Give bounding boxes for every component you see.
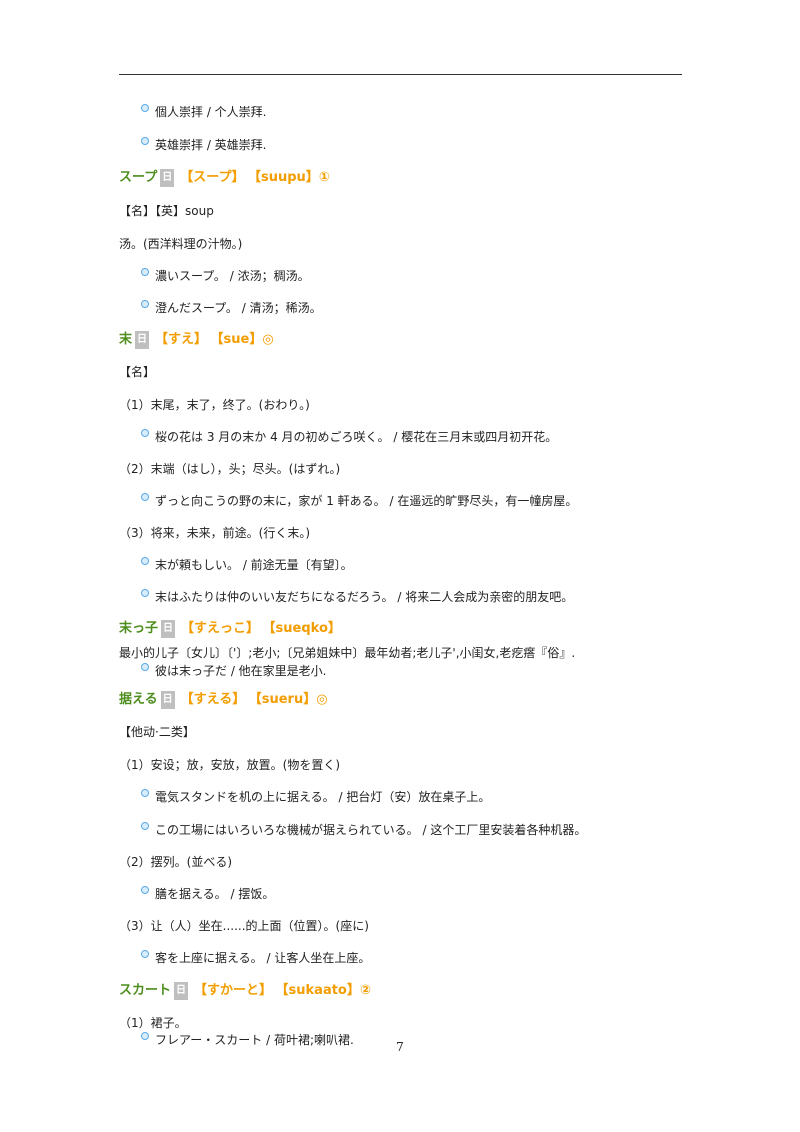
definition-text: 【名】【英】soup bbox=[119, 204, 214, 218]
language-badge: 日 bbox=[135, 331, 150, 349]
bullet-icon bbox=[141, 429, 149, 437]
definition-text: 汤。(西洋料理の汁物。) bbox=[119, 237, 243, 251]
language-badge: 日 bbox=[161, 620, 176, 638]
example-sentence: 末はふたりは仲のいい友だちになるだろう。 / 将来二人会成为亲密的朋友吧。 bbox=[141, 589, 573, 605]
example-text: 桜の花は 3 月の末か 4 月の初めごろ咲く。 / 樱花在三月末或四月初开花。 bbox=[155, 430, 558, 444]
example-sentence: 個人崇拝 / 个人崇拜. bbox=[141, 104, 267, 120]
definition-line: 【名】【英】soup bbox=[119, 203, 214, 219]
entry-reading: 【スープ】 bbox=[180, 170, 245, 185]
definition-text: （2）末端（はし），头；尽头。(はずれ。) bbox=[119, 462, 341, 476]
definition-text: 【名】 bbox=[119, 365, 156, 379]
entry-reading: 【すえ】 bbox=[155, 332, 208, 347]
definition-line: （3）将来，未来，前途。(行く末。) bbox=[119, 525, 310, 541]
entry-reading: 【すえる】 bbox=[180, 692, 246, 707]
bullet-icon bbox=[141, 493, 149, 501]
definition-text: （2）摆列。(並べる) bbox=[119, 855, 232, 869]
example-text: 個人崇拝 / 个人崇拜. bbox=[155, 105, 267, 119]
example-sentence: 客を上座に据える。 / 让客人坐在上座。 bbox=[141, 950, 370, 966]
example-text: 彼は末っ子だ / 他在家里是老小. bbox=[155, 664, 327, 678]
example-text: 客を上座に据える。 / 让客人坐在上座。 bbox=[155, 951, 371, 965]
bullet-icon bbox=[141, 137, 149, 145]
entry-romanization: 【sue】◎ bbox=[217, 332, 274, 347]
example-sentence: 末が頼もしい。 / 前途无量〔有望〕。 bbox=[141, 557, 353, 573]
example-text: 膳を据える。 / 摆饭。 bbox=[155, 887, 275, 901]
header-rule bbox=[119, 74, 682, 75]
definition-line: （1）裙子。 bbox=[119, 1015, 187, 1031]
bullet-icon bbox=[141, 950, 149, 958]
example-text: 電気スタンドを机の上に据える。 / 把台灯（安）放在桌子上。 bbox=[155, 790, 491, 804]
language-badge: 日 bbox=[160, 691, 175, 709]
example-text: この工場にはいろいろな機械が据えられている。 / 这个工厂里安装着各种机器。 bbox=[155, 823, 587, 837]
entry-headword-line: 末っ子日【すえっこ】【sueqko】 bbox=[119, 620, 341, 639]
bullet-icon bbox=[141, 300, 149, 308]
definition-line: （1）末尾，末了，终了。(おわり。) bbox=[119, 397, 310, 413]
entry-reading: 【すかーと】 bbox=[194, 983, 273, 998]
language-badge: 日 bbox=[160, 169, 175, 187]
entry-headword: 末っ子 bbox=[119, 621, 159, 636]
example-sentence: 澄んだスープ。 / 清汤；稀汤。 bbox=[141, 300, 322, 316]
example-sentence: 電気スタンドを机の上に据える。 / 把台灯（安）放在桌子上。 bbox=[141, 789, 490, 805]
example-text: 濃いスープ。 / 浓汤；稠汤。 bbox=[155, 269, 310, 283]
example-text: ずっと向こうの野の末に，家が 1 軒ある。 / 在遥远的旷野尽头，有一幢房屋。 bbox=[155, 494, 578, 508]
bullet-icon bbox=[141, 663, 149, 671]
bullet-icon bbox=[141, 268, 149, 276]
entry-headword-line: 末日【すえ】【sue】◎ bbox=[119, 331, 274, 350]
definition-text: （3）将来，未来，前途。(行く末。) bbox=[119, 526, 310, 540]
example-text: 末はふたりは仲のいい友だちになるだろう。 / 将来二人会成为亲密的朋友吧。 bbox=[155, 590, 574, 604]
example-text: フレアー・スカート / 荷叶裙;喇叭裙. bbox=[155, 1033, 354, 1047]
definition-line: （2）末端（はし），头；尽头。(はずれ。) bbox=[119, 461, 340, 477]
definition-text: （3）让（人）坐在......的上面（位置）。(座に) bbox=[119, 919, 369, 933]
example-sentence: 桜の花は 3 月の末か 4 月の初めごろ咲く。 / 樱花在三月末或四月初开花。 bbox=[141, 429, 557, 445]
entry-headword-line: スカート日【すかーと】【sukaato】② bbox=[119, 982, 371, 1001]
example-sentence: 彼は末っ子だ / 他在家里是老小. bbox=[141, 663, 327, 679]
definition-line: 【他动·二类】 bbox=[119, 724, 195, 740]
example-text: 英雄崇拝 / 英雄崇拜. bbox=[155, 138, 267, 152]
bullet-icon bbox=[141, 886, 149, 894]
bullet-icon bbox=[141, 822, 149, 830]
bullet-icon bbox=[141, 589, 149, 597]
entry-headword: 据える bbox=[119, 692, 158, 707]
example-sentence: 濃いスープ。 / 浓汤；稠汤。 bbox=[141, 268, 310, 284]
entry-headword-line: 据える日【すえる】【sueru】◎ bbox=[119, 691, 328, 710]
entry-headword-line: スープ日【スープ】【suupu】① bbox=[119, 169, 330, 188]
example-sentence: この工場にはいろいろな機械が据えられている。 / 这个工厂里安装着各种机器。 bbox=[141, 822, 586, 838]
entry-headword: スカート bbox=[119, 983, 172, 998]
example-sentence: 英雄崇拝 / 英雄崇拜. bbox=[141, 137, 267, 153]
definition-line: （1）安设；放，安放，放置。(物を置く) bbox=[119, 757, 340, 773]
definition-line: 【名】 bbox=[119, 364, 155, 380]
definition-text: 最小的儿子〔女儿〕〔'〕;老小;〔兄弟姐妹中〕最年幼者;老儿子',小闺女,老疙瘩… bbox=[119, 646, 576, 660]
bullet-icon bbox=[141, 557, 149, 565]
entry-romanization: 【sukaato】② bbox=[282, 983, 371, 998]
definition-text: （1）末尾，末了，终了。(おわり。) bbox=[119, 398, 310, 412]
page-number: 7 bbox=[396, 1040, 404, 1054]
definition-text: 【他动·二类】 bbox=[119, 725, 195, 739]
example-text: 澄んだスープ。 / 清汤；稀汤。 bbox=[155, 301, 322, 315]
definition-text: （1）安设；放，安放，放置。(物を置く) bbox=[119, 758, 340, 772]
bullet-icon bbox=[141, 104, 149, 112]
entry-headword: 末 bbox=[119, 332, 133, 347]
example-text: 末が頼もしい。 / 前途无量〔有望〕。 bbox=[155, 558, 353, 572]
entry-romanization: 【suupu】① bbox=[254, 170, 330, 185]
entry-romanization: 【sueqko】 bbox=[269, 621, 341, 636]
example-sentence: ずっと向こうの野の末に，家が 1 軒ある。 / 在遥远的旷野尽头，有一幢房屋。 bbox=[141, 493, 577, 509]
example-sentence: フレアー・スカート / 荷叶裙;喇叭裙. bbox=[141, 1032, 354, 1048]
definition-line: （2）摆列。(並べる) bbox=[119, 854, 232, 870]
example-sentence: 膳を据える。 / 摆饭。 bbox=[141, 886, 274, 902]
definition-line: （3）让（人）坐在......的上面（位置）。(座に) bbox=[119, 918, 369, 934]
entry-headword: スープ bbox=[119, 170, 158, 185]
definition-text: （1）裙子。 bbox=[119, 1016, 187, 1030]
definition-line: 汤。(西洋料理の汁物。) bbox=[119, 236, 242, 252]
entry-reading: 【すえっこ】 bbox=[181, 621, 260, 636]
bullet-icon bbox=[141, 789, 149, 797]
language-badge: 日 bbox=[174, 982, 189, 1000]
bullet-icon bbox=[141, 1032, 149, 1040]
definition-line: 最小的儿子〔女儿〕〔'〕;老小;〔兄弟姐妹中〕最年幼者;老儿子',小闺女,老疙瘩… bbox=[119, 645, 575, 661]
entry-romanization: 【sueru】◎ bbox=[255, 692, 328, 707]
